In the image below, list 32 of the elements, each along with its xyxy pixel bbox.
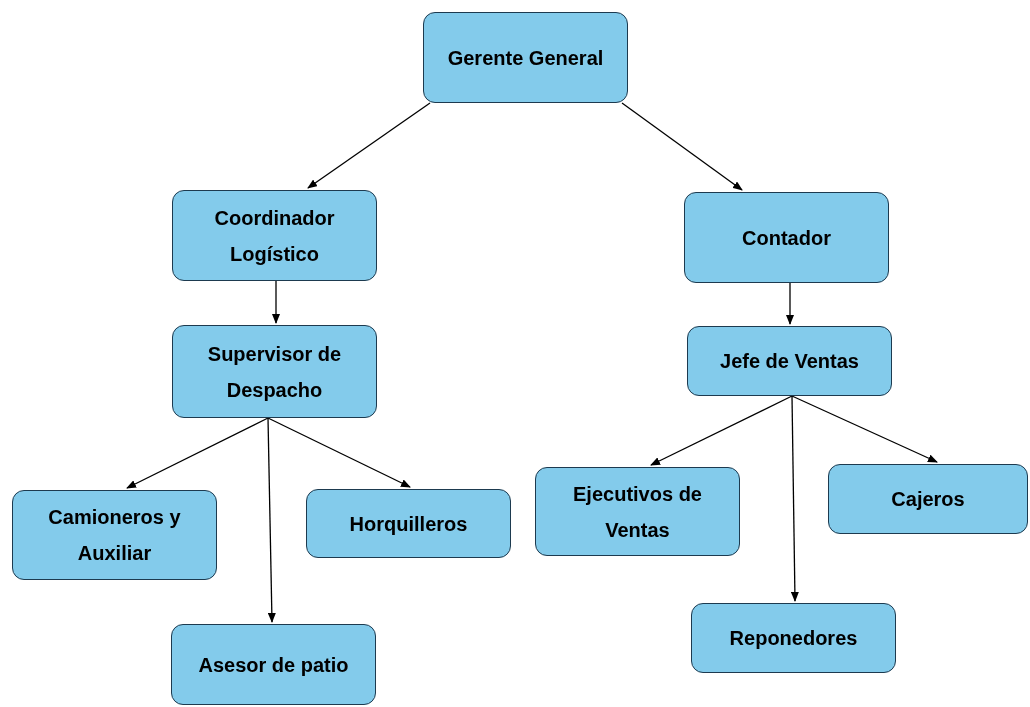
role-box	[12, 490, 217, 580]
arrow	[272, 280, 280, 324]
role-title: Ejecutivos de Ventas	[572, 481, 703, 543]
role-title: Coordinador Logístico	[213, 205, 336, 267]
role-box	[423, 12, 628, 103]
role-title: Reponedores	[729, 626, 858, 651]
arrow	[126, 417, 269, 489]
arrow	[650, 395, 793, 466]
role-box	[684, 192, 889, 283]
role-title: Asesor de patio	[198, 652, 349, 678]
role-title: Jefe de Ventas	[720, 349, 859, 374]
arrow	[307, 102, 431, 189]
role-title: Cajeros	[891, 487, 965, 512]
role-title: Contador	[742, 225, 831, 251]
role-box	[828, 464, 1028, 534]
arrow	[790, 395, 799, 602]
role-box	[172, 325, 377, 418]
role-box	[172, 190, 377, 281]
role-title: Supervisor de Despacho	[206, 341, 343, 403]
role-title: Horquilleros	[349, 511, 468, 537]
role-box	[691, 603, 896, 673]
arrow	[786, 282, 794, 325]
arrow	[267, 417, 411, 488]
arrow	[621, 102, 743, 191]
role-box	[687, 326, 892, 396]
role-box	[306, 489, 511, 558]
role-title: Gerente General	[447, 45, 604, 71]
role-box	[171, 624, 376, 705]
arrow	[791, 395, 938, 463]
role-title: Camioneros y Auxiliar	[47, 505, 182, 566]
role-box	[535, 467, 740, 556]
arrow	[267, 417, 276, 623]
